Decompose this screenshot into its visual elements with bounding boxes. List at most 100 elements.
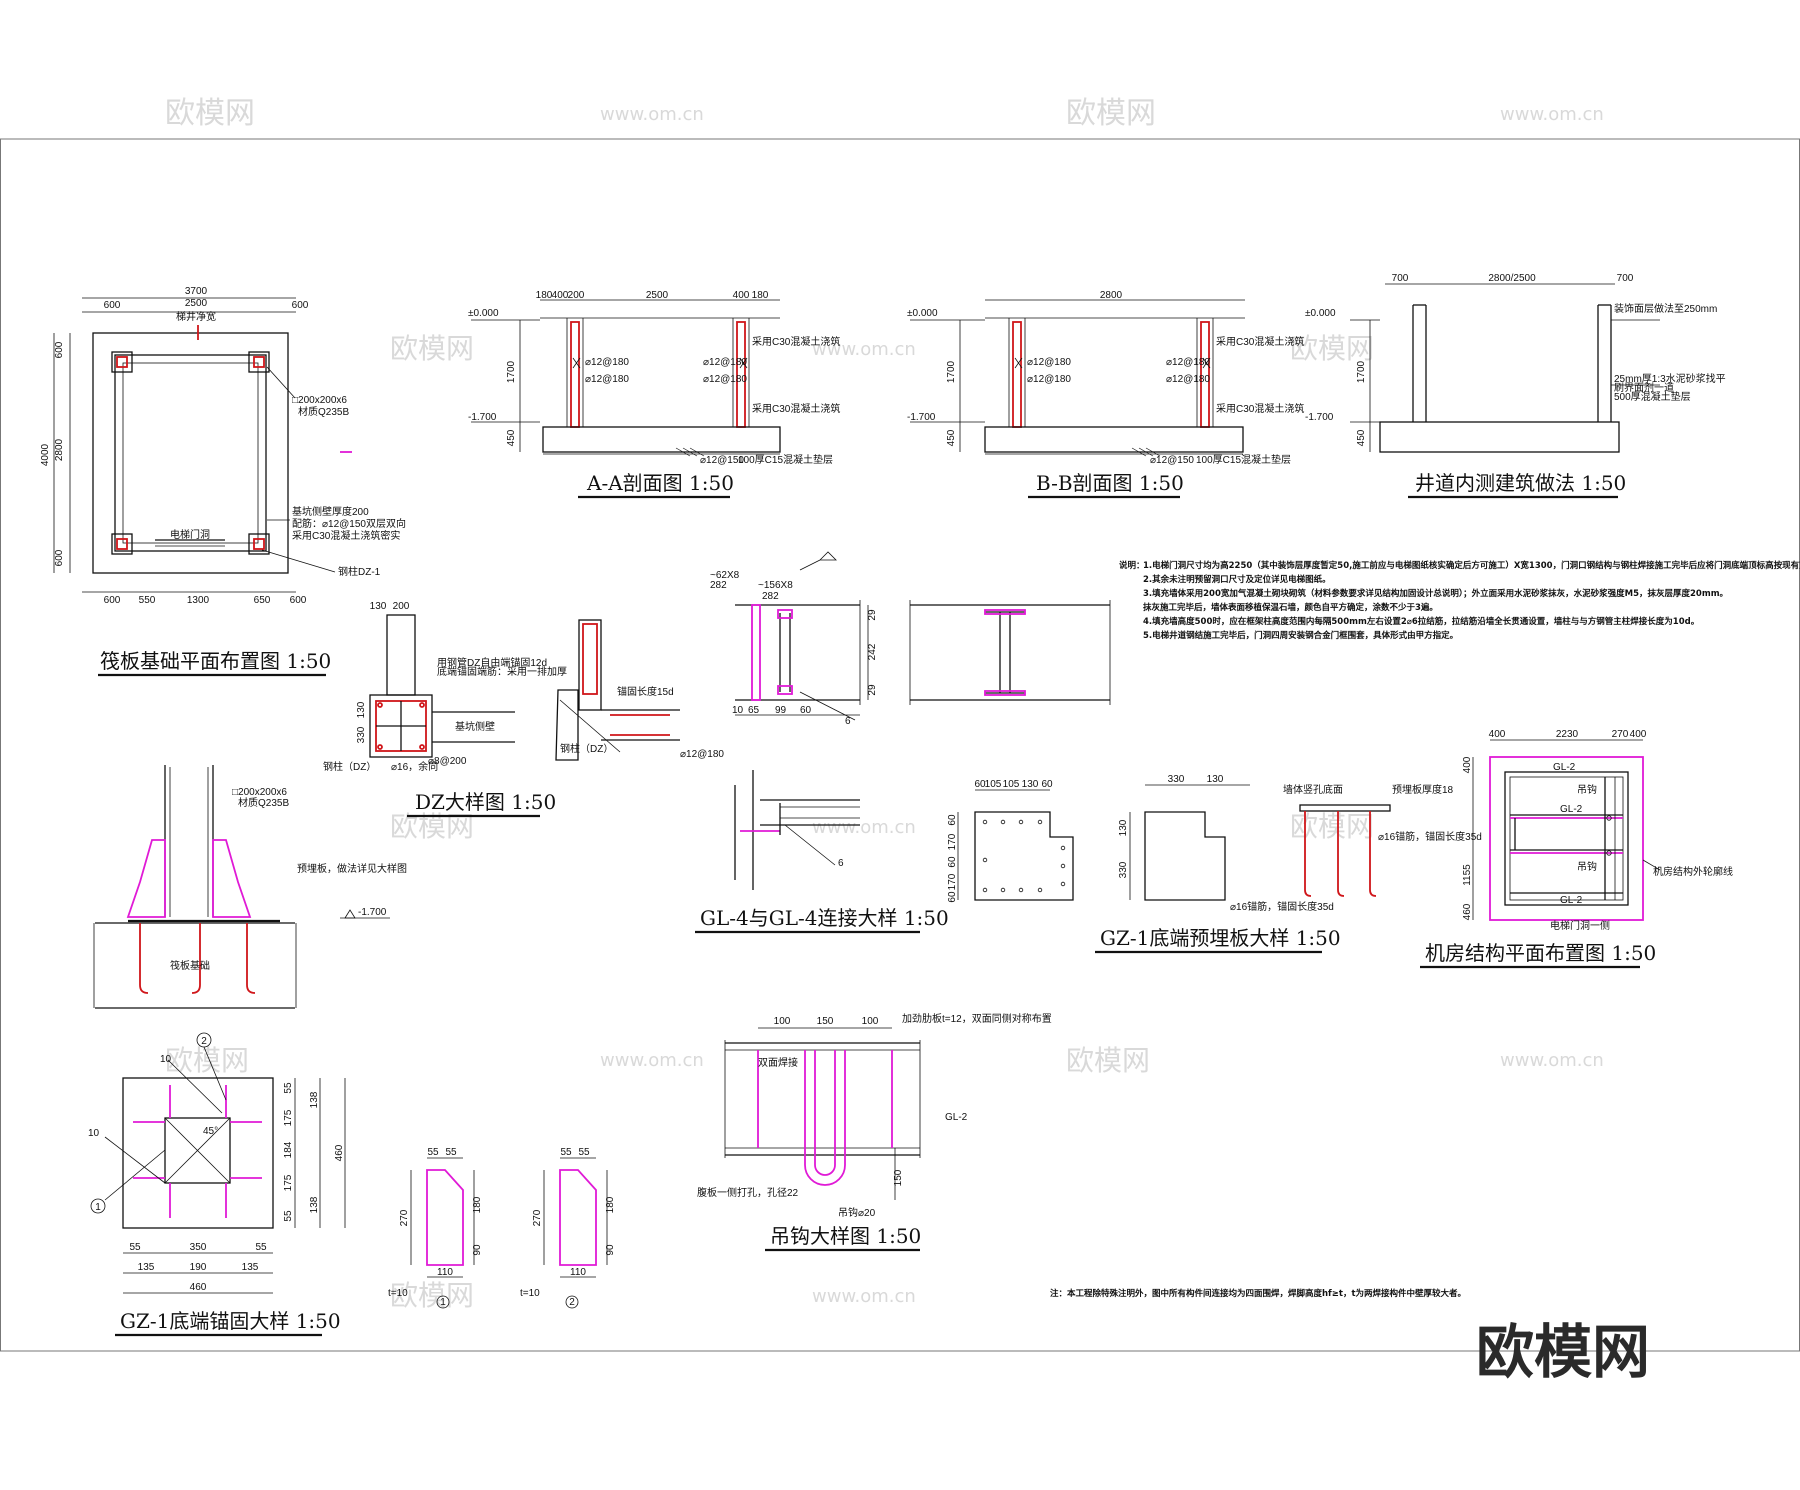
gz1-plate-dim: 60 <box>1041 779 1053 790</box>
raft-note-pit: 采用C30混凝土浇筑密实 <box>292 529 400 542</box>
machine-room-dim: 400 <box>1489 729 1506 740</box>
raft-dim-left: 600 <box>54 549 65 566</box>
section-bb-rebar: ⌀12@180 <box>1166 374 1210 385</box>
raft-dim-edge: 600 <box>292 300 309 311</box>
machine-room-dim: 460 <box>1462 903 1473 920</box>
gz1-dim-bottom: 135 <box>138 1262 155 1273</box>
section-aa-span: 2500 <box>646 290 669 301</box>
raft-shaft-label: 梯井净宽 <box>176 310 216 323</box>
raft-dim-bottom: 650 <box>254 595 271 606</box>
stiffener-dim: 55 <box>560 1147 572 1158</box>
gz1-plate-dim: 130 <box>1207 774 1224 785</box>
gz1-dim-bottom: 460 <box>190 1282 207 1293</box>
title-hook-detail: 吊钩大样图 1:50 <box>770 1224 921 1248</box>
gz1-plate-note: 墙体竖孔底面 <box>1283 783 1343 796</box>
notes-line: 1.电梯门洞尺寸均为高2250（其中装饰层厚度暂定50,施工前应与电梯图纸核实确… <box>1143 560 1800 571</box>
beam-joint-dim: 99 <box>775 705 787 716</box>
shaft-dim: 700 <box>1392 273 1409 284</box>
machine-room-beam: GL-2 <box>1560 804 1583 815</box>
title-gz1-plate: GZ-1底端预埋板大样 1:50 <box>1100 926 1341 950</box>
gz1-plate-drawing <box>957 784 1391 901</box>
beam-joint-drawing <box>734 551 1111 890</box>
title-section-aa: A-A剖面图 1:50 <box>586 471 734 495</box>
column-base-note: □200x200x6 <box>232 787 287 798</box>
gz1-marker: 2 <box>201 1036 207 1047</box>
title-shaft-arch: 井道内测建筑做法 1:50 <box>1415 471 1626 495</box>
gz1-plate-note: ⌀16锚筋，锚固长度35d <box>1378 830 1482 843</box>
watermark-url: www.om.cn <box>600 1050 704 1071</box>
watermark-url: www.om.cn <box>600 104 704 125</box>
dz-note: ⌀12@180 <box>680 749 724 760</box>
dz-note: 钢柱（DZ） <box>323 760 376 773</box>
stiffener-dim: 55 <box>445 1147 457 1158</box>
title-gl4-connection: GL-4与GL-4连接大样 1:50 <box>700 906 949 930</box>
gz1-plate-dim: 60 <box>947 856 958 868</box>
column-base-drawing <box>93 765 390 1009</box>
drawing-frame <box>0 138 1800 1352</box>
watermark-url: www.om.cn <box>812 817 916 838</box>
gz1-plate-dim: 60 <box>947 814 958 826</box>
machine-room-drawing <box>1472 739 1661 921</box>
title-section-bb: B-B剖面图 1:50 <box>1036 471 1184 495</box>
section-aa-rebar: ⌀12@180 <box>585 374 629 385</box>
hook-note: 加劲肋板t=12，双面同侧对称布置 <box>902 1012 1052 1025</box>
beam-joint-dim: ~156X8 <box>758 580 793 591</box>
raft-note-pit: 基坑侧壁厚度200 <box>292 505 369 518</box>
column-base-note: 预埋板，做法详见大样图 <box>297 862 407 875</box>
stiffener-dim: 55 <box>578 1147 590 1158</box>
gz1-dim-right: 175 <box>283 1109 294 1126</box>
raft-dim-inner: 2500 <box>185 298 208 309</box>
gz1-plate-dim: 170 <box>947 833 958 850</box>
gz1-dim-right: 138 <box>309 1196 320 1213</box>
gz1-plate-note: ⌀16锚筋，锚固长度35d <box>1230 900 1334 913</box>
notes-line: 5.电梯井道钢结施工完毕后，门洞四周安装钢合金门框围套，具体形式由甲方指定。 <box>1143 630 1458 641</box>
gz1-dim-right: 175 <box>283 1174 294 1191</box>
column-base-elev: -1.700 <box>358 907 387 918</box>
gz1-plate-dim: 60 <box>947 891 958 903</box>
section-aa-top-dim: 400 <box>552 290 569 301</box>
hook-dim: 150 <box>817 1016 834 1027</box>
hook-beam: GL-2 <box>945 1112 968 1123</box>
section-aa-rebar: ⌀12@180 <box>703 357 747 368</box>
watermark-brand: 欧模网 <box>165 1044 249 1077</box>
footer-note: 注：本工程除特殊注明外，图中所有构件间连接均为四面围焊，焊脚高度hf≥t，t为两… <box>1050 1288 1466 1299</box>
notes-line: 2.其余未注明预留洞口尺寸及定位详见电梯图纸。 <box>1143 574 1331 585</box>
watermark-url: www.om.cn <box>812 339 916 360</box>
watermark-brand: 欧模网 <box>390 332 474 365</box>
raft-note-column: □200x200x6 <box>292 395 347 406</box>
watermark-url: www.om.cn <box>1500 104 1604 125</box>
hook-note: 吊钩⌀20 <box>838 1207 876 1219</box>
section-bb-note: 采用C30混凝土浇筑 <box>1216 402 1304 415</box>
section-aa-rebar: ⌀12@180 <box>585 357 629 368</box>
section-bb-rebar: ⌀12@180 <box>1166 357 1210 368</box>
stiffener-dim: 180 <box>605 1196 616 1213</box>
beam-joint-dim: 29 <box>867 684 878 696</box>
hook-note: 腹板一侧打孔，孔径22 <box>697 1186 799 1199</box>
dz-dim: 200 <box>393 601 410 612</box>
section-aa-top-dim: 180 <box>752 290 769 301</box>
raft-plan-drawing <box>53 297 352 593</box>
dz-note: 锚固长度15d <box>617 685 674 698</box>
shaft-note: 25mm厚1:3水泥砂浆找平 <box>1614 372 1726 385</box>
shaft-arch-drawing <box>1350 283 1660 453</box>
machine-room-beam: GL-2 <box>1553 762 1576 773</box>
section-bb-note: 采用C30混凝土浇筑 <box>1216 335 1304 348</box>
machine-room-dim: 270 <box>1612 729 1629 740</box>
gz1-weld: 10 <box>88 1128 100 1139</box>
notes-line: 3.填充墙体采用200宽加气混凝土砌块砌筑（材料参数要求详见结构加固设计总说明）… <box>1143 588 1728 599</box>
raft-dim-bottom: 600 <box>290 595 307 606</box>
stiffener-marker: 1 <box>440 1297 446 1308</box>
hook-detail-drawing <box>724 1027 921 1200</box>
machine-room-beam: GL-2 <box>1560 895 1583 906</box>
beam-joint-dim: ~62X8 <box>710 570 740 581</box>
machine-room-dim: 1155 <box>1462 864 1473 886</box>
section-aa-bedding: 100厚C15混凝土垫层 <box>738 453 833 466</box>
raft-dim-left: 2800 <box>54 438 65 461</box>
section-bb-bedding: 100厚C15混凝土垫层 <box>1196 453 1291 466</box>
machine-room-dim: 2230 <box>1556 729 1579 740</box>
title-gz1-anchor: GZ-1底端锚固大样 1:50 <box>120 1309 341 1333</box>
dz-note: 底端锚固端筋：采用一排加厚 <box>437 665 567 678</box>
machine-room-dim: 400 <box>1462 756 1473 773</box>
stiffener-thickness: t=10 <box>388 1288 408 1299</box>
